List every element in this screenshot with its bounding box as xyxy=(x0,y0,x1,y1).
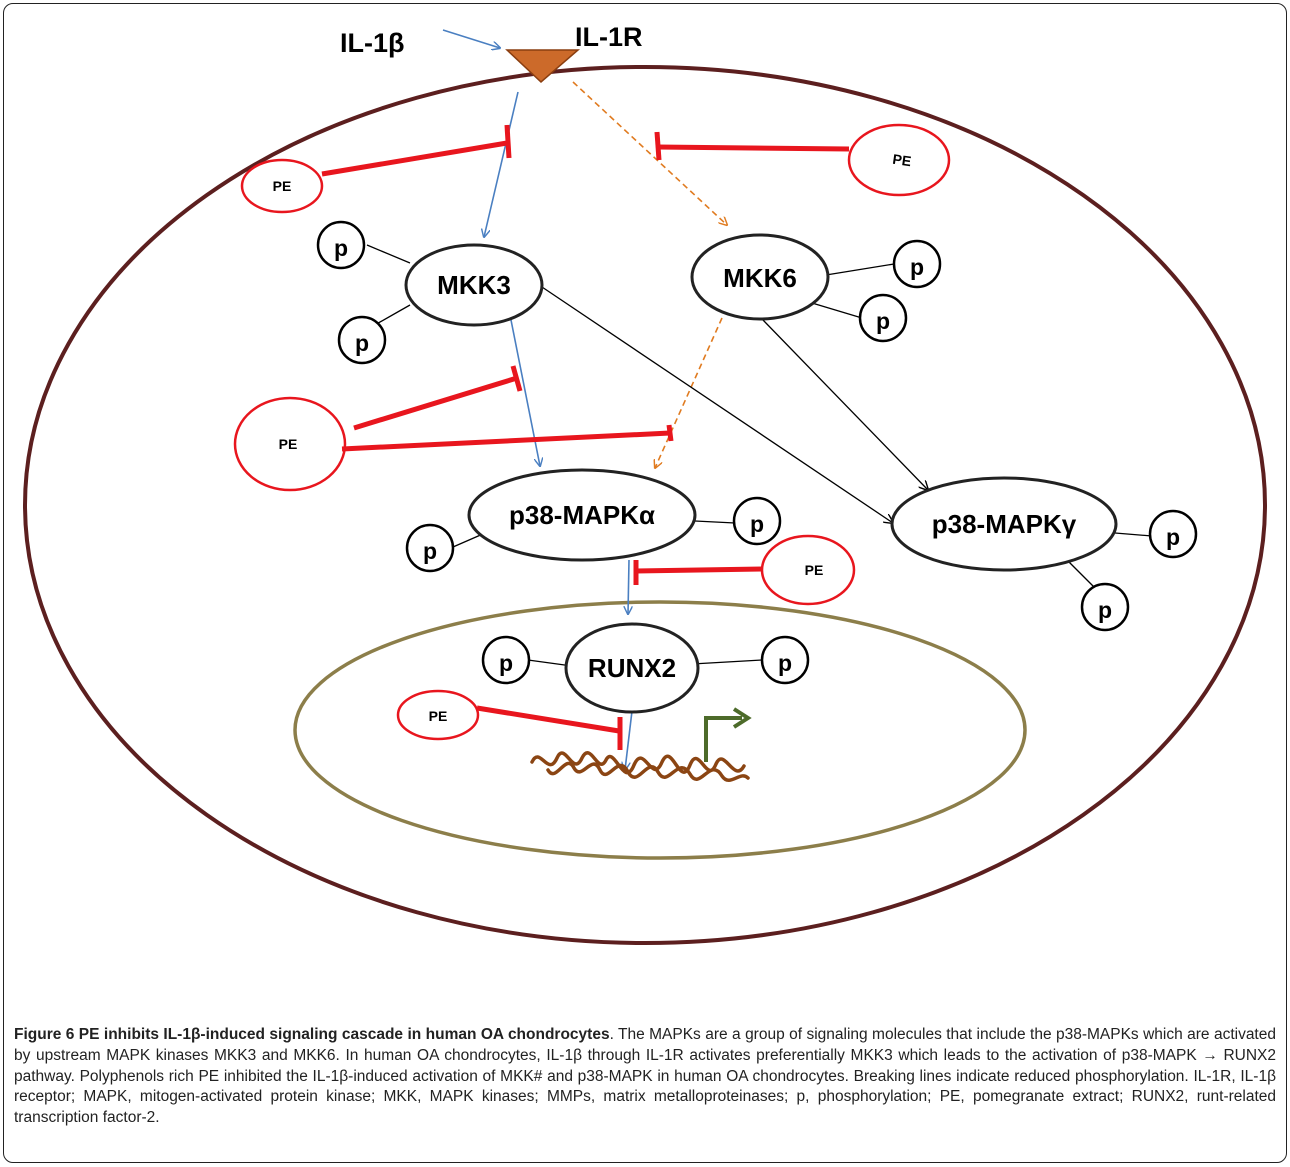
mkk6-node xyxy=(690,233,830,321)
p38g-p-link-2 xyxy=(1066,559,1096,589)
inhibition-line-2 xyxy=(656,144,850,152)
runx2-phospho-2-label: p xyxy=(778,650,792,676)
p38a-phospho-1-label: p xyxy=(750,511,764,537)
runx2-phospho-1-label: p xyxy=(499,650,513,676)
mkk6-p-link-1 xyxy=(825,263,895,276)
inhibition-line-3a xyxy=(353,375,518,431)
pe-inhibitor-3-label: PE xyxy=(279,436,298,452)
p38g-phospho-2 xyxy=(1080,582,1130,632)
inhibition-line-4 xyxy=(635,566,763,574)
arrow-mkk6-to-p38a xyxy=(655,317,723,468)
p38a-label: p38-MAPKα xyxy=(509,500,655,530)
il1b-binding-arrow xyxy=(442,29,500,48)
p38a-p-link-1 xyxy=(694,520,736,524)
mkk6-phospho-2-label: p xyxy=(876,308,890,334)
p38a-phospho-1 xyxy=(732,496,782,546)
mkk3-p-link-1 xyxy=(366,244,411,264)
mkk3-p-link-2 xyxy=(372,304,411,327)
p38a-node xyxy=(467,468,697,562)
arrow-p38a-to-runx2 xyxy=(628,559,629,614)
figure-caption-title: Figure 6 PE inhibits IL-1β-induced signa… xyxy=(14,1026,610,1043)
pathway-diagram: IL-1β IL-1R MKK3 p p MKK6 p p p38-MAPKα … xyxy=(23,22,1267,945)
runx2-p-link-2 xyxy=(691,659,763,665)
arrow-mkk3-to-p38g xyxy=(541,286,893,523)
mkk3-label: MKK3 xyxy=(437,270,511,300)
p38g-p-link-1 xyxy=(1114,532,1153,537)
il1r-receptor xyxy=(505,49,581,84)
mkk3-phospho-2-label: p xyxy=(355,330,369,356)
arrow-mkk3-to-p38a xyxy=(510,319,540,466)
nucleus-membrane xyxy=(293,600,1027,860)
p38g-phospho-1-label: p xyxy=(1166,524,1180,550)
mkk6-label: MKK6 xyxy=(723,263,797,293)
p38a-phospho-2 xyxy=(405,523,455,573)
mkk6-phospho-2 xyxy=(858,293,908,343)
pe-inhibitor-1-label: PE xyxy=(273,178,292,194)
il1r-label: IL-1R xyxy=(575,22,643,52)
p38a-phospho-2-label: p xyxy=(423,538,437,564)
figure-caption-body: . The MAPKs are a group of signaling mol… xyxy=(14,1026,1276,1127)
arrow-il1r-to-mkk3 xyxy=(484,91,519,237)
inhibition-bar-3b xyxy=(666,424,674,442)
arrow-runx2-to-dna xyxy=(625,710,633,770)
p38g-phospho-2-label: p xyxy=(1098,597,1112,623)
arrow-mkk6-to-p38g xyxy=(762,319,928,490)
inhibition-bar-1 xyxy=(504,124,512,159)
inhibition-line-3b xyxy=(341,430,671,452)
transcription-start-arrow xyxy=(704,716,742,762)
runx2-phospho-1 xyxy=(481,635,531,685)
pe-inhibitor-5-label: PE xyxy=(429,708,448,724)
runx2-phospho-2 xyxy=(760,635,810,685)
pe-inhibitor-1 xyxy=(240,158,324,214)
figure-frame xyxy=(3,3,1287,1163)
mkk3-node xyxy=(404,243,544,327)
p38g-node xyxy=(890,476,1118,572)
p38g-phospho-1 xyxy=(1148,509,1198,559)
pe-inhibitor-3 xyxy=(233,396,347,492)
inhibition-line-1 xyxy=(321,140,508,177)
runx2-node xyxy=(564,622,700,714)
figure-caption: Figure 6 PE inhibits IL-1β-induced signa… xyxy=(14,1025,1276,1129)
transcription-start-arrowhead xyxy=(732,707,752,729)
dna-strand xyxy=(530,751,750,782)
mkk3-phospho-2 xyxy=(337,315,387,365)
inhibition-line-5 xyxy=(476,705,620,734)
runx2-label: RUNX2 xyxy=(588,653,676,683)
pe-inhibitor-2 xyxy=(847,123,951,197)
cell-membrane xyxy=(23,65,1267,945)
il1b-label: IL-1β xyxy=(340,28,404,58)
mkk3-phospho-1-label: p xyxy=(334,235,348,261)
pe-inhibitor-5 xyxy=(396,689,480,741)
pe-inhibitor-2-label: PE xyxy=(892,151,913,169)
arrow-il1r-to-mkk6 xyxy=(572,81,727,225)
p38g-label: p38-MAPKγ xyxy=(932,509,1077,539)
inhibition-bar-3a xyxy=(510,365,523,392)
mkk6-phospho-1 xyxy=(892,239,942,289)
pe-inhibitor-4-label: PE xyxy=(805,562,824,578)
mkk6-phospho-1-label: p xyxy=(910,254,924,280)
mkk3-phospho-1 xyxy=(316,220,366,270)
mkk6-p-link-2 xyxy=(811,302,863,319)
inhibition-bar-2 xyxy=(654,131,662,161)
